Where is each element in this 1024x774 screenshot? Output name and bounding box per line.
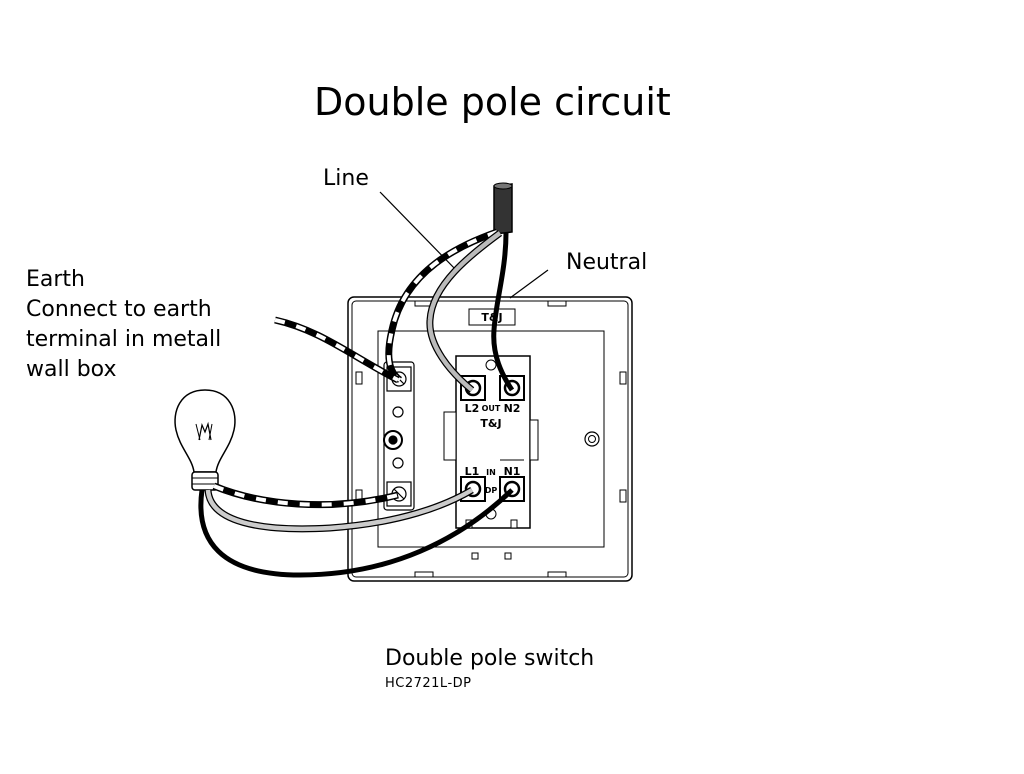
- earth-terminal-strip: [383, 361, 415, 511]
- brand-badge-top-text: T&J: [481, 311, 502, 324]
- diagram-title: Double pole circuit: [314, 80, 671, 124]
- wire-bulb-grey-l1: [204, 486, 474, 533]
- earth-label-line-2: Connect to earth: [26, 297, 212, 322]
- switch-name-label: Double pole switch: [385, 646, 595, 671]
- in-label: IN: [486, 468, 496, 477]
- neutral-label: Neutral: [566, 250, 648, 275]
- earth-label-line-1: Earth: [26, 267, 85, 292]
- neutral-leader: [509, 269, 549, 299]
- brand-mid-text: T&J: [480, 417, 501, 430]
- wire-grey-l2: [426, 230, 503, 393]
- terminal-n1-label: N1: [504, 465, 521, 478]
- line-label: Line: [323, 166, 369, 191]
- earth-label: Earth Connect to earth terminal in metal…: [26, 265, 221, 385]
- terminal-l1-label: L1: [465, 465, 480, 478]
- switch-model-label: HC2721L-DP: [385, 676, 472, 691]
- wire-bulb-black-n1: [198, 488, 514, 578]
- wire-earth: [274, 316, 400, 384]
- terminal-l2-label: L2: [465, 402, 480, 415]
- wire-bulb-earth: [212, 482, 399, 509]
- wire-line-striped: [385, 228, 499, 383]
- switch-plate: [347, 296, 633, 582]
- earth-label-line-4: wall box: [26, 357, 117, 382]
- brand-badge-top: T&J: [468, 308, 516, 326]
- out-label: OUT: [482, 404, 501, 413]
- earth-label-line-3: terminal in metall: [26, 327, 222, 352]
- dp-label: DP: [485, 486, 498, 495]
- wire-black-n2: [491, 232, 515, 392]
- cable-sheath: [493, 182, 513, 235]
- light-bulb-icon: [174, 389, 236, 491]
- line-leader: [379, 191, 459, 273]
- terminal-n2-label: N2: [504, 402, 521, 415]
